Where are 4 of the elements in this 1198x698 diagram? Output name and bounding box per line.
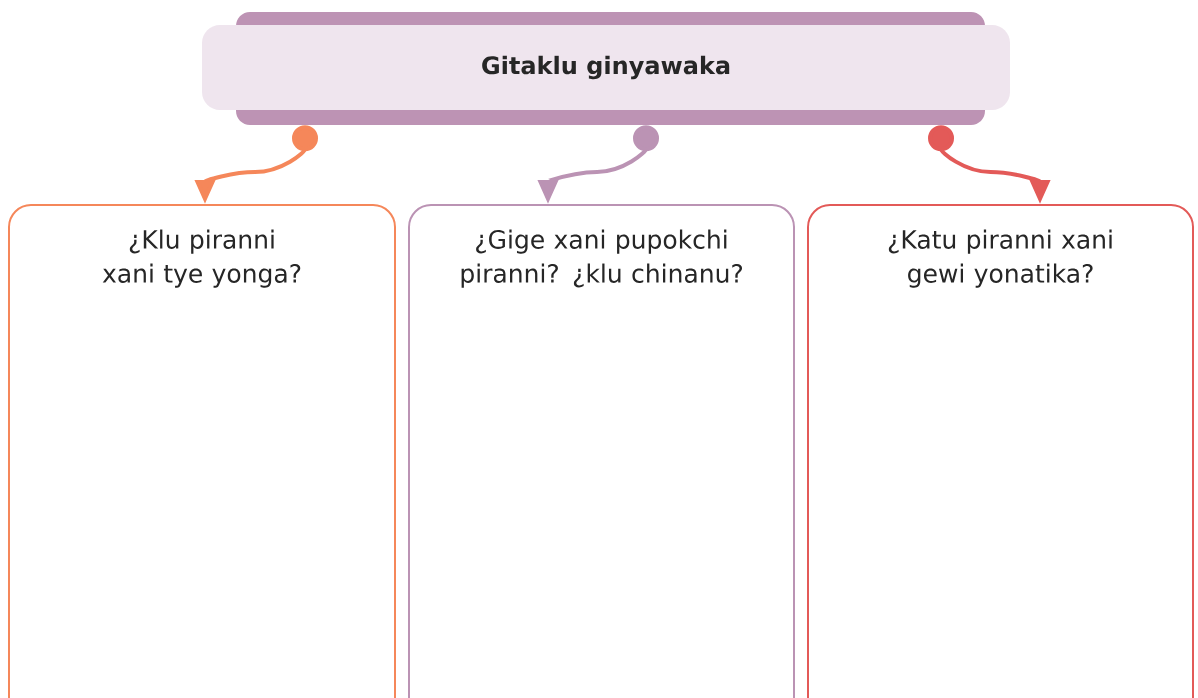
title-box: Gitaklu ginyawaka [202,25,1010,110]
question-box: ¿Gige xani pupokchi piranni? ¿klu chinanu? [408,204,795,698]
question-box: ¿Katu piranni xani gewi yonatika? [807,204,1194,698]
question-box: ¿Klu piranni xani tye yonga? [8,204,396,698]
